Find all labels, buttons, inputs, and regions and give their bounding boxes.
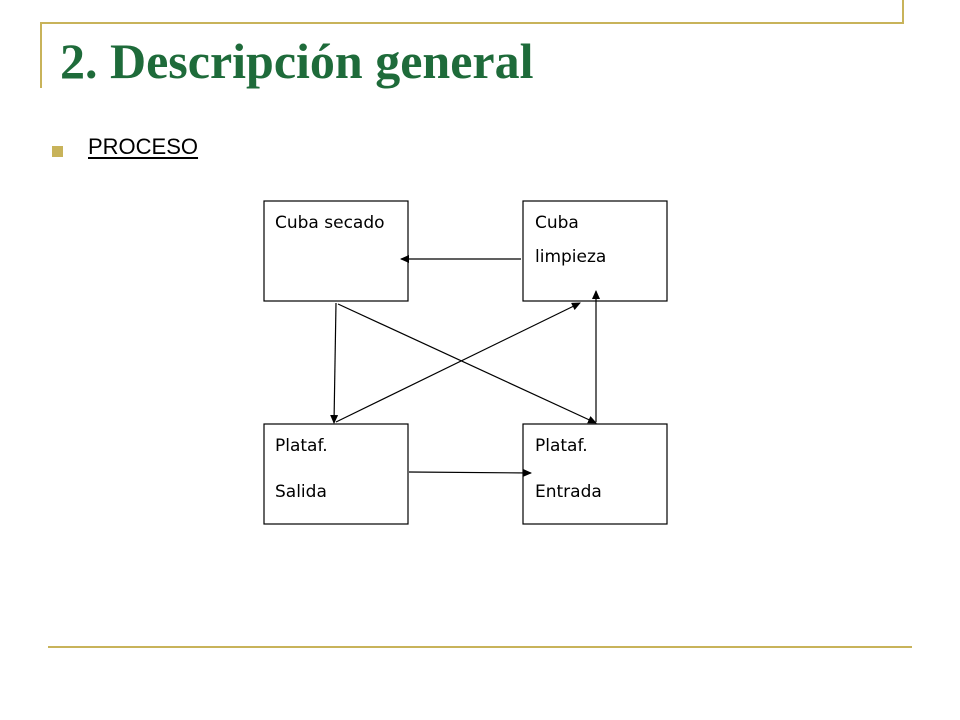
node-cuba-limpieza: Cuba limpieza — [522, 200, 668, 302]
arrow-secado-to-entrada — [337, 303, 597, 424]
node-label-line1: Plataf. — [535, 436, 588, 456]
arrow-salida-to-entrada — [408, 468, 532, 477]
node-label-line1: Cuba — [535, 213, 579, 233]
bottom-rule — [48, 646, 912, 648]
top-rule — [40, 22, 904, 24]
bullet-square-icon — [52, 146, 63, 157]
node-box — [263, 423, 409, 525]
node-plataf-entrada: Plataf. Entrada — [522, 423, 668, 525]
slide-title: 2. Descripción general — [60, 33, 534, 89]
arrow-salida-to-limpieza — [335, 302, 581, 423]
node-label-line1: Cuba secado — [275, 213, 385, 233]
right-rule — [902, 0, 904, 24]
node-label-line2: limpieza — [535, 247, 606, 267]
node-plataf-salida: Plataf. Salida — [263, 423, 409, 525]
node-label-line1: Plataf. — [275, 436, 328, 456]
node-box — [522, 200, 668, 302]
node-box — [263, 200, 409, 302]
node-label-line2: Salida — [275, 482, 327, 502]
bullet-text-proceso: PROCESO — [88, 134, 199, 159]
arrow-secado-to-salida — [330, 302, 339, 424]
node-cuba-secado: Cuba secado — [263, 200, 409, 302]
left-rule — [40, 22, 42, 88]
node-label-line2: Entrada — [535, 482, 602, 502]
node-box — [522, 423, 668, 525]
